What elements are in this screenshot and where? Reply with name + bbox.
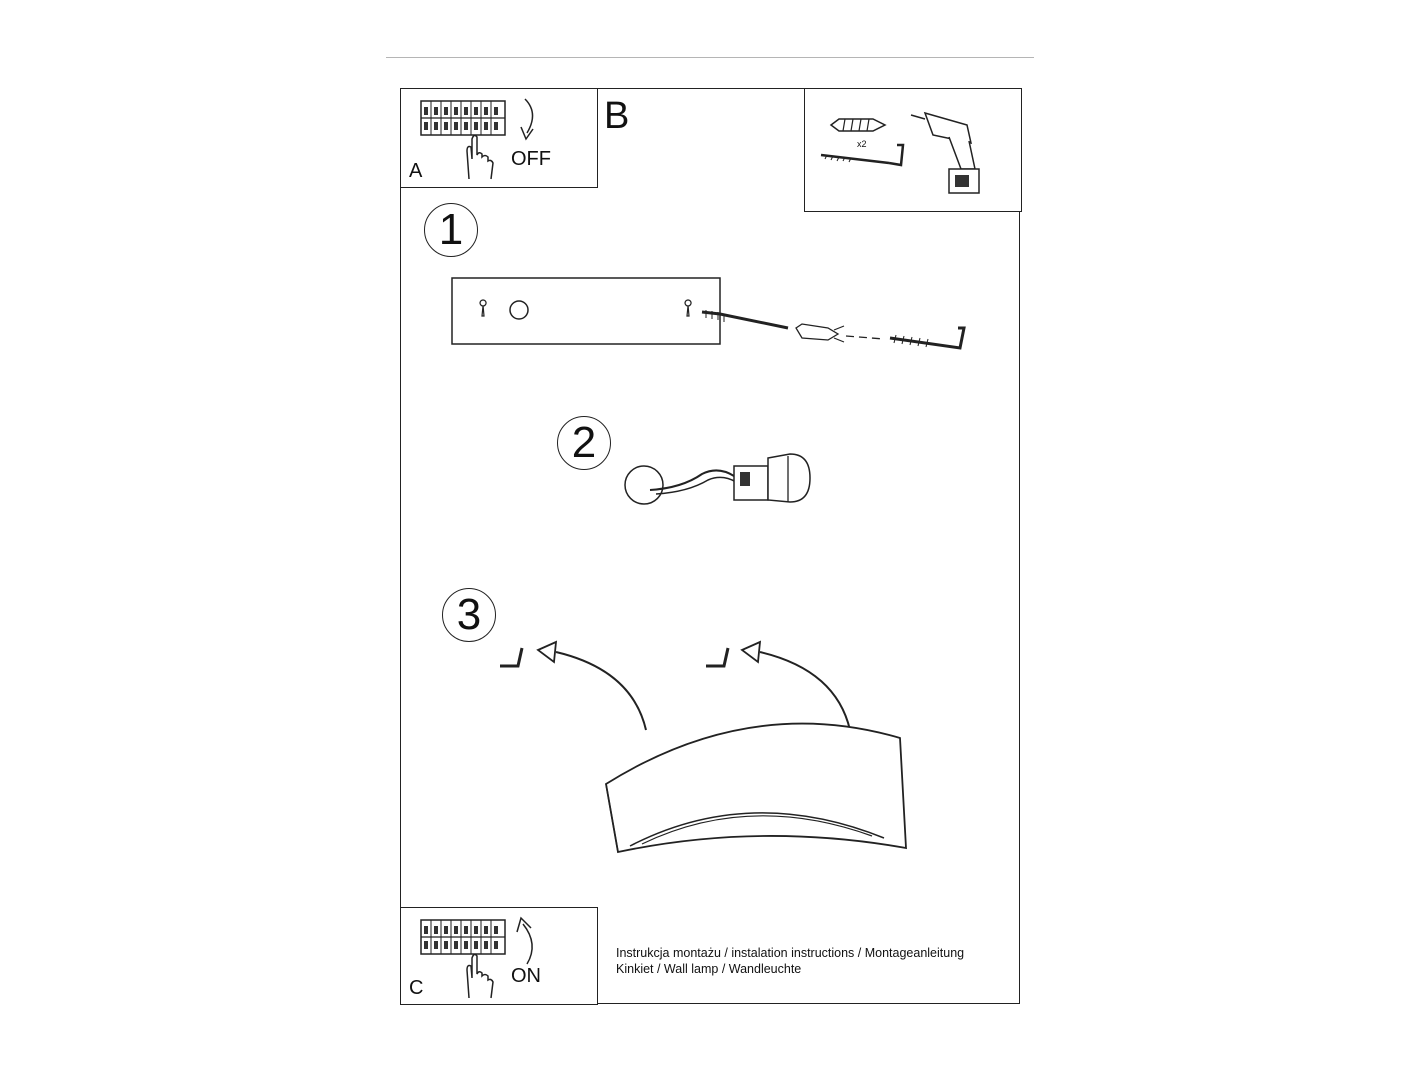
lamp-socket-drawing xyxy=(624,453,811,505)
panel-c-letter: C xyxy=(409,977,424,999)
panel-c-power-on: ON C xyxy=(400,907,598,1005)
step-3-number: 3 xyxy=(456,590,482,639)
panel-a-letter: A xyxy=(409,160,423,182)
hang-arrow-right-icon xyxy=(740,640,851,731)
drill-icon xyxy=(910,111,980,194)
hook-right-icon xyxy=(706,647,730,668)
switch-off-label: OFF xyxy=(511,148,551,170)
mounting-bracket-drawing xyxy=(451,277,966,350)
wall-plug-icon xyxy=(829,118,887,132)
hook-left-icon xyxy=(500,647,524,668)
step-1-circle xyxy=(424,203,478,257)
step-2-number: 2 xyxy=(571,418,597,467)
panel-a-power-off: OFF A xyxy=(400,88,598,188)
hang-arrow-left-icon xyxy=(536,640,647,731)
panel-b-letter: B xyxy=(604,95,630,137)
step-3-circle xyxy=(442,588,496,642)
header-rule xyxy=(386,57,1034,58)
hook-screw-icon xyxy=(820,143,905,167)
instruction-sheet xyxy=(400,88,1020,1004)
hand-icon xyxy=(466,134,494,180)
fuse-box-icon xyxy=(420,919,506,955)
quantity-label: x2 xyxy=(857,139,867,149)
tools-box: x2 xyxy=(804,88,1022,212)
switch-on-label: ON xyxy=(511,965,541,987)
wall-lamp-drawing xyxy=(605,722,907,854)
rotate-down-arrow-icon xyxy=(520,98,534,141)
caption-line-2: Kinkiet / Wall lamp / Wandleuchte xyxy=(616,962,802,976)
fuse-box-icon xyxy=(420,100,506,136)
rotate-up-arrow-icon xyxy=(516,916,533,965)
step-1-number: 1 xyxy=(438,205,464,254)
hand-icon xyxy=(466,953,494,999)
step-2-circle xyxy=(557,416,611,470)
caption-line-1: Instrukcja montażu / instalation instruc… xyxy=(616,946,965,960)
